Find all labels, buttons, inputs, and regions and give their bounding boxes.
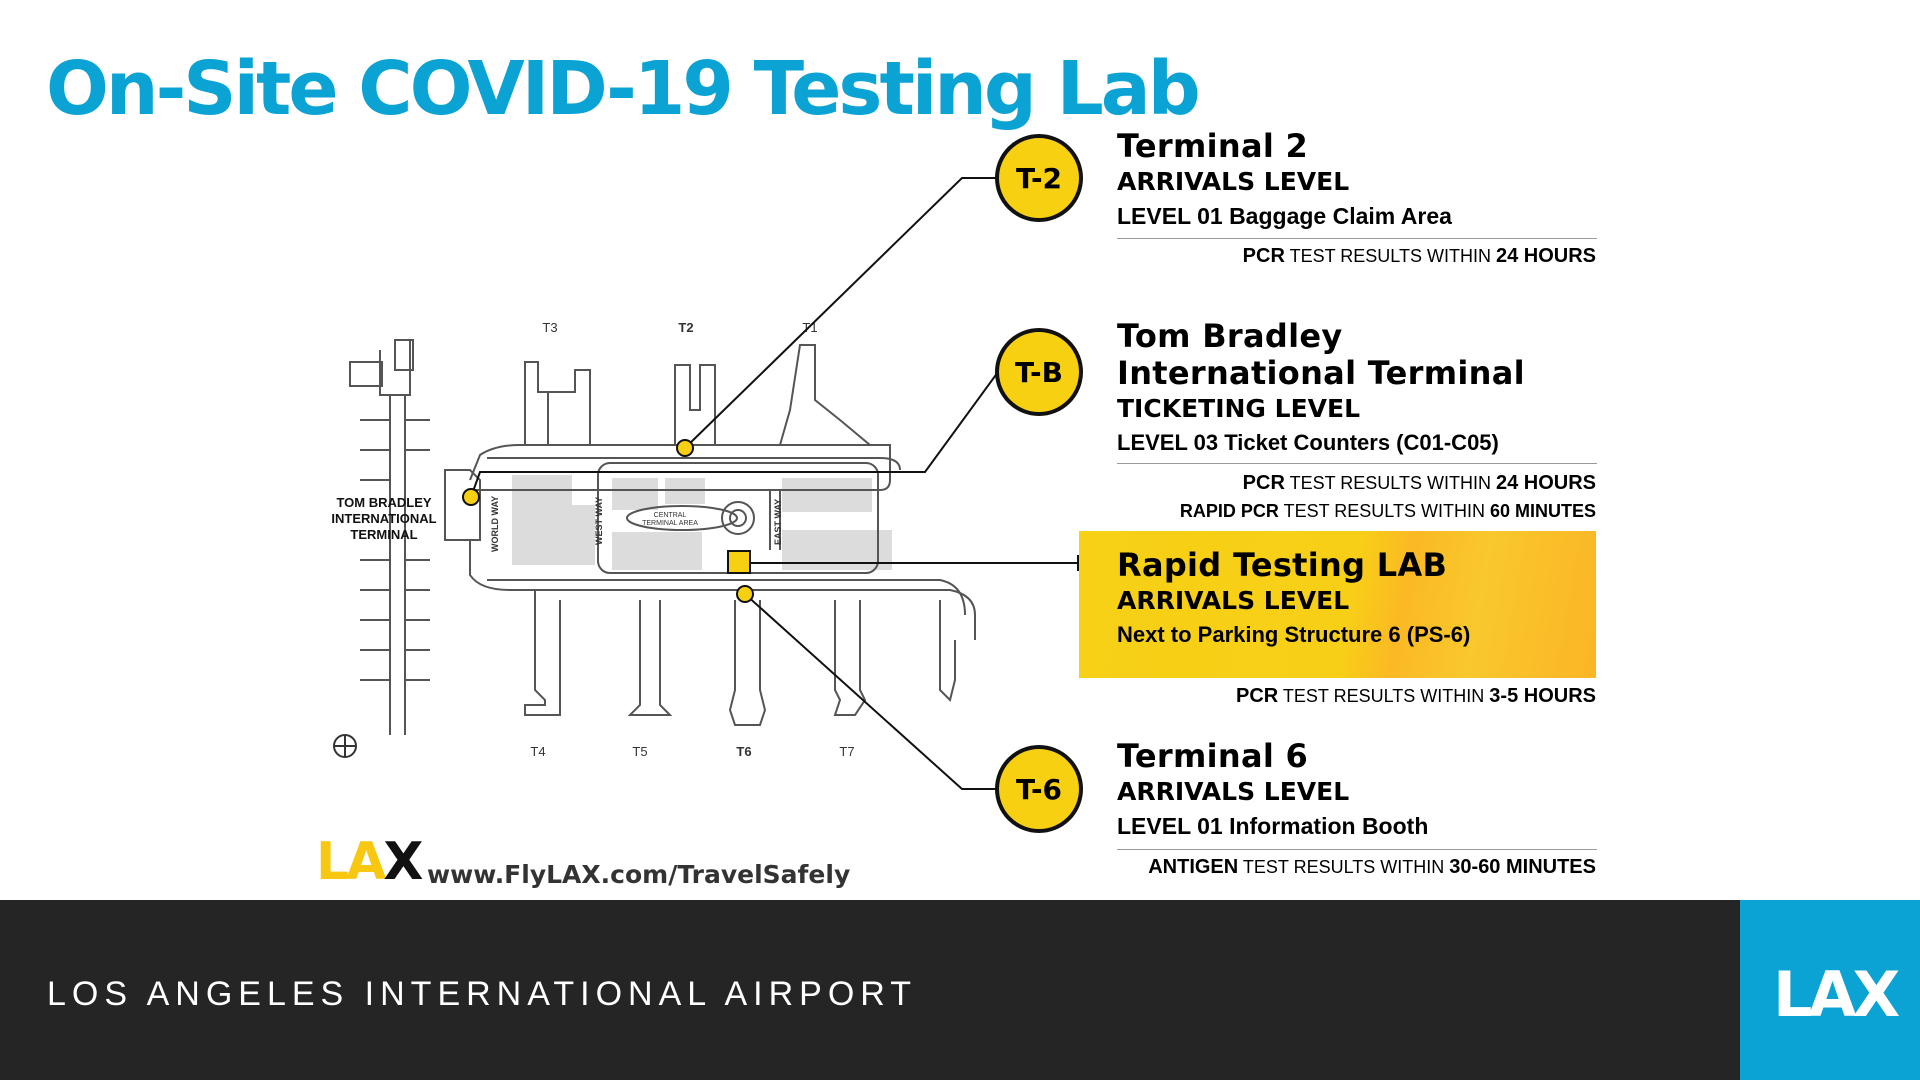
location-name-line1: Tom Bradley <box>1117 317 1343 355</box>
bottom-bar: LOS ANGELES INTERNATIONAL AIRPORT <box>0 900 1740 1080</box>
location-level: ARRIVALS LEVEL <box>1117 586 1350 615</box>
page-title: On-Site COVID-19 Testing Lab <box>46 46 1201 132</box>
connector-lines <box>470 177 1079 790</box>
location-area: LEVEL 01 Baggage Claim Area <box>1117 203 1452 229</box>
map-label-tbit-3: TERMINAL <box>350 527 417 542</box>
result-tom-bradley-pcr: PCR TEST RESULTS WITHIN 24 HOURS <box>1242 472 1596 494</box>
location-name: Rapid Testing LAB <box>1117 546 1448 584</box>
terminal-outlines <box>349 339 976 735</box>
location-name: Terminal 2 <box>1117 127 1309 165</box>
road-label-east-way: EAST WAY <box>773 499 783 545</box>
location-name: Terminal 6 <box>1117 737 1309 775</box>
marker-tom-bradley[interactable] <box>462 488 480 506</box>
map-label-t4: T4 <box>530 744 545 759</box>
svg-text:T-B: T-B <box>1015 356 1063 389</box>
map-label-t7: T7 <box>839 744 854 759</box>
organization-name: LOS ANGELES INTERNATIONAL AIRPORT <box>47 975 917 1013</box>
badge-t6[interactable]: T-6 <box>995 745 1083 833</box>
map-label-t3: T3 <box>542 320 557 335</box>
location-area: Next to Parking Structure 6 (PS-6) <box>1117 622 1471 647</box>
road-label-west-way: WEST WAY <box>594 497 604 545</box>
lax-logo-white: LAX <box>1773 958 1900 1031</box>
result-terminal-2: PCR TEST RESULTS WITHIN 24 HOURS <box>1242 245 1596 267</box>
compass-icon <box>333 734 357 758</box>
divider <box>1117 238 1597 239</box>
central-area-label-2: TERMINAL AREA <box>642 520 698 527</box>
badge-t2[interactable]: T-2 <box>995 134 1083 222</box>
lax-logo: LAX <box>316 832 423 892</box>
location-level: ARRIVALS LEVEL <box>1117 167 1350 196</box>
travel-safely-link[interactable]: www.FlyLAX.com/TravelSafely <box>427 860 851 889</box>
svg-text:T-6: T-6 <box>1016 773 1062 806</box>
result-terminal-6: ANTIGEN TEST RESULTS WITHIN 30-60 MINUTE… <box>1148 856 1596 878</box>
rapid-lab-panel: Rapid Testing LAB ARRIVALS LEVEL Next to… <box>1079 531 1596 678</box>
map-label-tbit-1: TOM BRADLEY <box>336 495 431 510</box>
result-tom-bradley-rapid: RAPID PCR TEST RESULTS WITHIN 60 MINUTES <box>1179 501 1596 521</box>
location-name-line2: International Terminal <box>1117 354 1525 392</box>
marker-t6[interactable] <box>736 585 754 603</box>
central-area-label-1: CENTRAL <box>654 512 687 519</box>
divider <box>1117 849 1597 850</box>
road-label-world-way: WORLD WAY <box>490 496 500 552</box>
location-tom-bradley: Tom Bradley International Terminal TICKE… <box>1117 318 1597 460</box>
map-label-tbit-2: INTERNATIONAL <box>331 511 436 526</box>
marker-t2[interactable] <box>676 439 694 457</box>
location-area: LEVEL 01 Information Booth <box>1117 813 1429 839</box>
map-label-t6: T6 <box>736 744 751 759</box>
marker-rapid-lab[interactable] <box>727 550 751 574</box>
divider <box>1117 463 1597 464</box>
brand-tile: LAX <box>1740 900 1920 1080</box>
location-terminal-2: Terminal 2 ARRIVALS LEVEL LEVEL 01 Bagga… <box>1117 128 1597 233</box>
svg-text:T-2: T-2 <box>1016 162 1062 195</box>
location-level: TICKETING LEVEL <box>1117 394 1361 423</box>
location-terminal-6: Terminal 6 ARRIVALS LEVEL LEVEL 01 Infor… <box>1117 738 1597 843</box>
location-level: ARRIVALS LEVEL <box>1117 777 1350 806</box>
result-rapid-lab: PCR TEST RESULTS WITHIN 3-5 HOURS <box>1236 685 1596 707</box>
map-label-t2: T2 <box>678 320 693 335</box>
location-area: LEVEL 03 Ticket Counters (C01-C05) <box>1117 430 1499 455</box>
map-label-t5: T5 <box>632 744 647 759</box>
badge-tom-bradley[interactable]: T-B <box>995 328 1083 416</box>
